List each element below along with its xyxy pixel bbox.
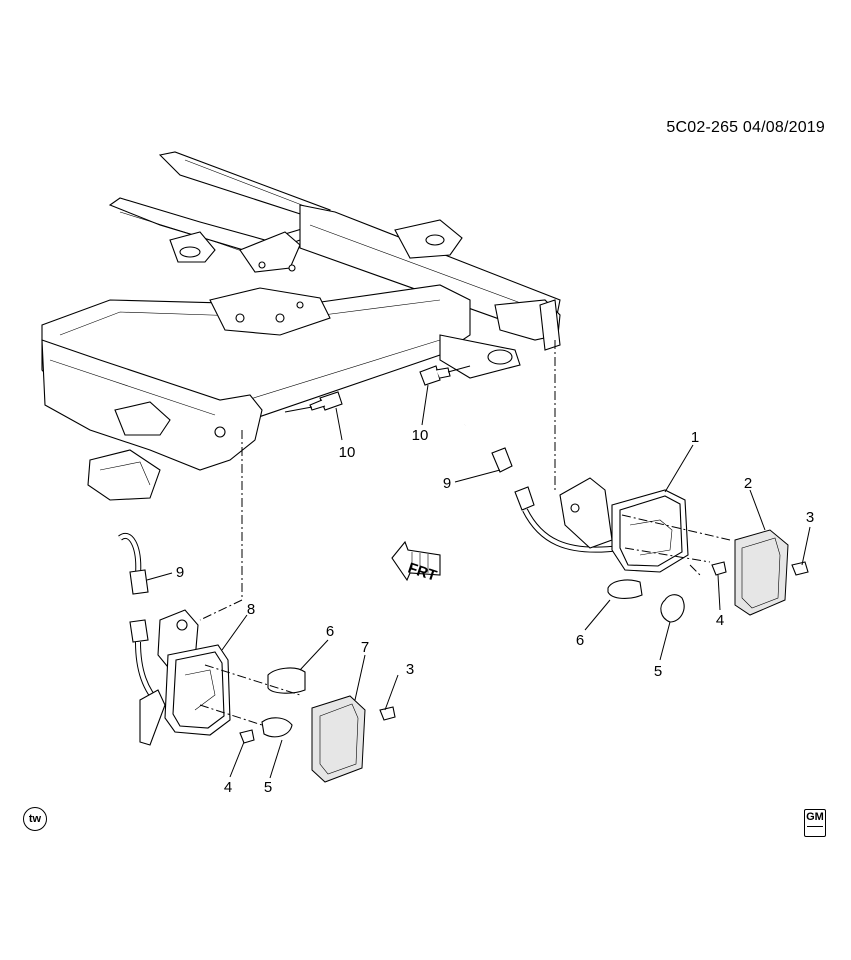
gm-logo-underline — [807, 826, 823, 832]
tw-badge: tw — [23, 807, 47, 831]
frame-bolt-left — [284, 391, 343, 413]
callout-3-left: 3 — [406, 661, 414, 678]
callout-numbers: 10 10 9 1 2 3 4 5 6 9 8 6 7 3 4 5 — [176, 427, 814, 796]
gm-logo-text: GM — [806, 811, 824, 823]
callout-9-left: 9 — [176, 564, 184, 581]
callout-2: 2 — [744, 475, 752, 492]
callout-9-right: 9 — [443, 475, 451, 492]
callout-4-left: 4 — [224, 779, 232, 796]
callout-6-left: 6 — [326, 623, 334, 640]
front-direction-arrow: FRT — [391, 540, 441, 585]
leader-lines — [146, 384, 811, 779]
callout-5-left: 5 — [264, 779, 272, 796]
callout-7: 7 — [361, 639, 369, 656]
gm-logo: GM — [804, 809, 826, 837]
frame-bolt-right — [419, 365, 471, 386]
callout-3-right: 3 — [806, 509, 814, 526]
right-lamp-assembly — [464, 340, 809, 623]
callout-6-right: 6 — [576, 632, 584, 649]
callout-10-left: 10 — [339, 444, 356, 461]
left-lamp-assembly — [118, 430, 396, 783]
callout-4-right: 4 — [716, 612, 724, 629]
callout-5-right: 5 — [654, 663, 662, 680]
diagram-id-date: 5C02-265 04/08/2019 — [666, 119, 825, 136]
callout-10-right: 10 — [412, 427, 429, 444]
vehicle-frame — [41, 151, 561, 501]
callout-1: 1 — [691, 429, 699, 446]
callout-8: 8 — [247, 601, 255, 618]
